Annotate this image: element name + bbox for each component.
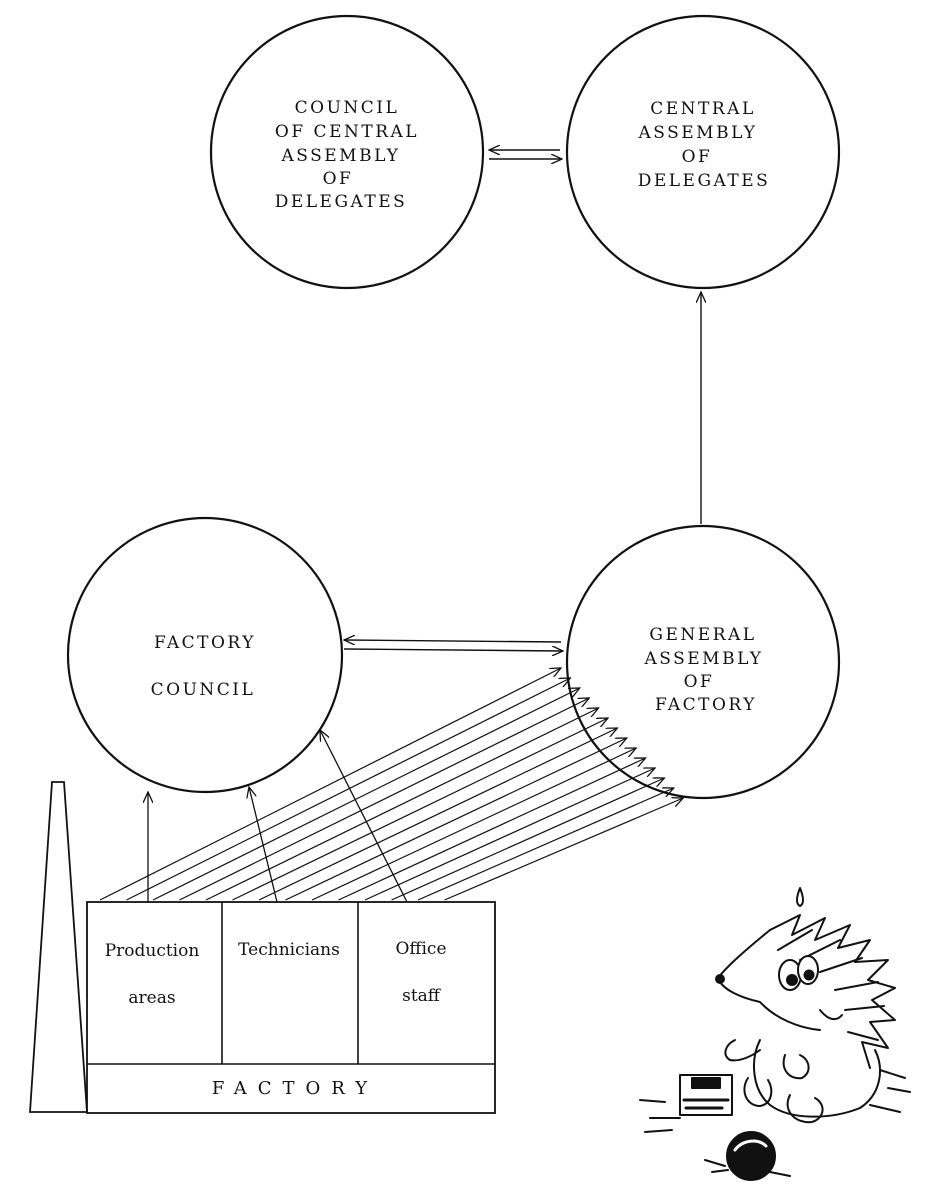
factory-to-assembly-arrow bbox=[364, 768, 655, 901]
factory-council-node: FACTORY COUNCIL bbox=[66, 516, 344, 794]
node-label-line: OF bbox=[684, 672, 715, 692]
council-of-central-assembly-node: COUNCIL OF CENTRAL ASSEMBLY OF DELEGATES bbox=[209, 14, 485, 290]
node-label-line: FACTORY bbox=[655, 695, 757, 715]
node-label-line: ASSEMBLY bbox=[643, 649, 763, 669]
general-assembly-node: GENERAL ASSEMBLY OF FACTORY bbox=[565, 524, 841, 800]
factory-to-assembly-arrow bbox=[338, 758, 646, 901]
factory-building: Production areas Technicians Office staf… bbox=[86, 901, 496, 1114]
department-office-staff: Office staff bbox=[395, 939, 446, 1006]
factory-to-assembly-arrow bbox=[417, 788, 674, 901]
node-label-line: DELEGATES bbox=[638, 171, 771, 191]
department-label-line: areas bbox=[128, 988, 175, 1008]
middle-bidirectional-arrows bbox=[344, 640, 563, 651]
node-label-line: COUNCIL bbox=[295, 98, 400, 118]
department-label-line: Technicians bbox=[238, 940, 340, 960]
node-label-line: ASSEMBLY bbox=[280, 146, 400, 166]
node-label-line: CENTRAL bbox=[650, 99, 756, 119]
factory-to-assembly-arrow bbox=[179, 698, 590, 901]
top-bidirectional-arrows bbox=[489, 150, 562, 159]
factory-to-assembly-arrow bbox=[311, 748, 636, 901]
factory-chimney bbox=[29, 781, 88, 1113]
department-production: Production areas bbox=[105, 941, 200, 1008]
central-assembly-node: CENTRAL ASSEMBLY OF DELEGATES bbox=[565, 14, 841, 290]
factory-to-assembly-arrow bbox=[99, 668, 561, 901]
factory-to-assembly-arrow bbox=[152, 688, 580, 901]
node-label-line: COUNCIL bbox=[151, 680, 256, 700]
factory-to-assembly-arrow bbox=[258, 728, 617, 901]
department-label-line: Office bbox=[395, 939, 446, 959]
hedgehog-cartoon-icon bbox=[639, 887, 911, 1181]
department-technicians: Technicians bbox=[238, 940, 340, 960]
node-label-line: OF bbox=[682, 147, 713, 167]
factory-to-assembly-arrow bbox=[391, 778, 665, 901]
node-label-line: OF bbox=[323, 169, 354, 189]
factory-to-assembly-arrow bbox=[232, 718, 609, 901]
node-label-line: ASSEMBLY bbox=[637, 123, 757, 143]
factory-to-general-assembly-arrows bbox=[99, 668, 684, 901]
department-label-line: Production bbox=[105, 941, 200, 961]
node-label-line: OF CENTRAL bbox=[275, 122, 419, 142]
factory-to-assembly-arrow bbox=[205, 708, 599, 901]
factory-to-assembly-arrow bbox=[444, 798, 684, 901]
node-label-line: DELEGATES bbox=[275, 192, 408, 212]
factory-to-assembly-arrow bbox=[285, 738, 627, 901]
factory-label: FACTORY bbox=[212, 1078, 378, 1099]
departments-to-council-arrows bbox=[148, 730, 408, 903]
node-label-line: FACTORY bbox=[154, 633, 256, 653]
node-label-line: GENERAL bbox=[649, 625, 756, 645]
department-label-line: staff bbox=[402, 986, 442, 1006]
factory-to-assembly-arrow bbox=[126, 678, 571, 901]
